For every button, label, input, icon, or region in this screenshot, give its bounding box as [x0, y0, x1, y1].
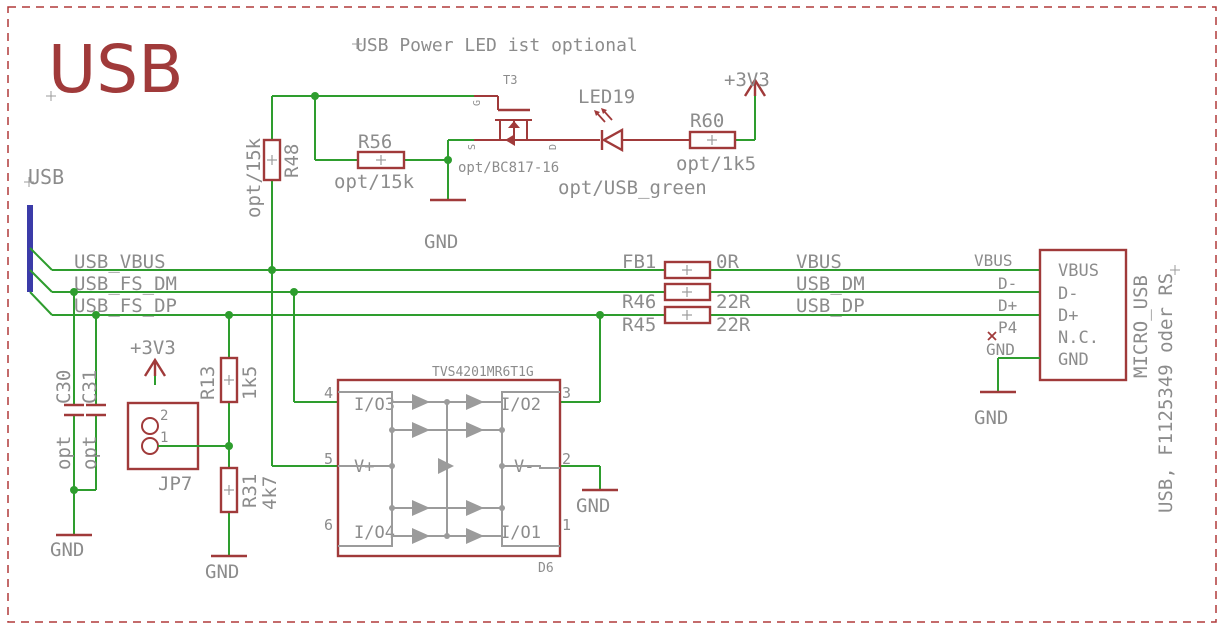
r48-name: R48 — [281, 144, 303, 178]
micro-usb-pin-dp: D+ — [1058, 306, 1078, 326]
d6-pinnum-3: 3 — [562, 384, 571, 402]
r45-value: 22R — [716, 314, 751, 336]
led19-diode: LED19 opt/USB_green — [558, 86, 707, 199]
fb1-value: 0R — [716, 251, 739, 273]
gnd-label-usb: GND — [974, 407, 1008, 429]
gnd-label-caps: GND — [50, 539, 84, 561]
r56-name: R56 — [358, 131, 392, 153]
d6-pinnum-4: 4 — [324, 384, 333, 402]
t3-pin-g: G — [472, 100, 483, 106]
r60-value: opt/1k5 — [676, 153, 756, 175]
net-label-usb-fs-dm: USB_FS_DM — [74, 273, 177, 295]
micro-usb-ext-vbus: VBUS — [974, 251, 1013, 270]
d6-name: D6 — [538, 561, 554, 576]
jp7-pin1: 1 — [160, 430, 168, 446]
micro-usb-ext-dp: D+ — [998, 296, 1017, 315]
jp7-jumper: 2 1 JP7 — [126, 401, 200, 495]
r46-resistor: R46 22R — [622, 282, 751, 313]
micro-usb-pin-gnd: GND — [1058, 350, 1089, 370]
d6-pinnum-2: 2 — [562, 450, 571, 468]
c31-capacitor: C31 opt — [79, 370, 106, 470]
micro-usb-pin-nc: N.C. — [1058, 328, 1099, 348]
r48-resistor: R48 opt/15k — [243, 137, 303, 218]
sheet-title: USB — [48, 31, 183, 108]
micro-usb-connector: VBUS D- D+ N.C. GND VBUS D- D+ P4 GND MI… — [974, 248, 1177, 513]
net-label-usb-dm: USB_DM — [796, 273, 865, 295]
supply-3v3-left-label: +3V3 — [130, 337, 176, 359]
micro-usb-pin-vbus: VBUS — [1058, 261, 1099, 281]
fb1-name: FB1 — [622, 251, 656, 273]
t3-name: T3 — [503, 73, 517, 87]
t3-transistor: T3 G S D opt/BC817-16 — [458, 73, 560, 176]
gnd-label-d6: GND — [576, 495, 610, 517]
origin-markers — [24, 39, 1180, 275]
r31-resistor: R31 4k7 — [219, 466, 281, 514]
c30-value: opt — [53, 436, 75, 470]
r13-name: R13 — [197, 366, 219, 400]
t3-pin-s: S — [467, 144, 478, 150]
t3-pin-d: D — [548, 144, 559, 150]
c30-name: C30 — [53, 370, 75, 404]
r60-resistor: R60 opt/1k5 — [676, 110, 756, 175]
d6-pinnum-5: 5 — [324, 450, 333, 468]
r45-resistor: R45 22R — [622, 305, 751, 336]
micro-usb-ext-p4: P4 — [998, 318, 1017, 337]
d6-part: TVS4201MR6T1G — [432, 365, 534, 380]
net-label-usb-dp: USB_DP — [796, 295, 865, 317]
r56-value: opt/15k — [334, 171, 415, 193]
r31-name: R31 — [239, 474, 261, 508]
r13-value: 1k5 — [239, 366, 261, 400]
gnd-label-r31: GND — [205, 561, 239, 583]
sheet-frame — [7, 6, 1217, 623]
micro-usb-desc: USB, F1125349 oder RS — [1155, 273, 1177, 513]
usb-connector-label: USB — [28, 165, 64, 189]
supply-3v3-top: +3V3 — [724, 69, 770, 97]
net-label-vbus: VBUS — [796, 251, 842, 273]
micro-usb-name: MICRO_USB — [1130, 275, 1152, 378]
r13-resistor: R13 1k5 — [197, 356, 261, 404]
micro-usb-ext-gnd: GND — [986, 340, 1015, 359]
r31-value: 4k7 — [259, 476, 281, 510]
micro-usb-ext-dm: D- — [998, 274, 1017, 293]
d6-pin-io1: I/O1 — [500, 523, 541, 543]
optional-note: USB Power LED ist optional — [356, 35, 638, 56]
r46-name: R46 — [622, 291, 656, 313]
net-label-usb-fs-dp: USB_FS_DP — [74, 295, 177, 317]
r60-name: R60 — [690, 110, 724, 132]
net-label-usb-vbus: USB_VBUS — [74, 251, 166, 273]
d6-pinnum-1: 1 — [562, 516, 571, 534]
d6-pin-io2: I/O2 — [500, 395, 541, 415]
r48-value: opt/15k — [243, 137, 265, 218]
c31-value: opt — [79, 436, 101, 470]
supply-3v3-top-label: +3V3 — [724, 69, 770, 91]
r46-value: 22R — [716, 291, 751, 313]
gnd-label-t3: GND — [424, 231, 458, 253]
d6-pinnum-6: 6 — [324, 516, 333, 534]
t3-value: opt/BC817-16 — [458, 160, 559, 176]
d6-pin-io4: I/O4 — [354, 523, 395, 543]
c30-capacitor: C30 opt — [53, 370, 84, 470]
jp7-pin2: 2 — [160, 408, 168, 424]
c31-name: C31 — [79, 370, 101, 404]
supply-3v3-left: +3V3 — [130, 337, 176, 377]
d6-tvs-array: TVS4201MR6T1G D6 I/O3 I/O2 V+ V- I/O4 I/… — [324, 365, 571, 576]
micro-usb-pin-dm: D- — [1058, 284, 1078, 304]
r45-name: R45 — [622, 314, 656, 336]
fb1-resistor: FB1 0R — [622, 251, 739, 280]
jp7-name: JP7 — [158, 473, 192, 495]
r56-resistor: R56 opt/15k — [334, 131, 415, 193]
d6-pin-io3: I/O3 — [354, 395, 395, 415]
led19-name: LED19 — [578, 86, 635, 108]
led19-value: opt/USB_green — [558, 177, 707, 199]
